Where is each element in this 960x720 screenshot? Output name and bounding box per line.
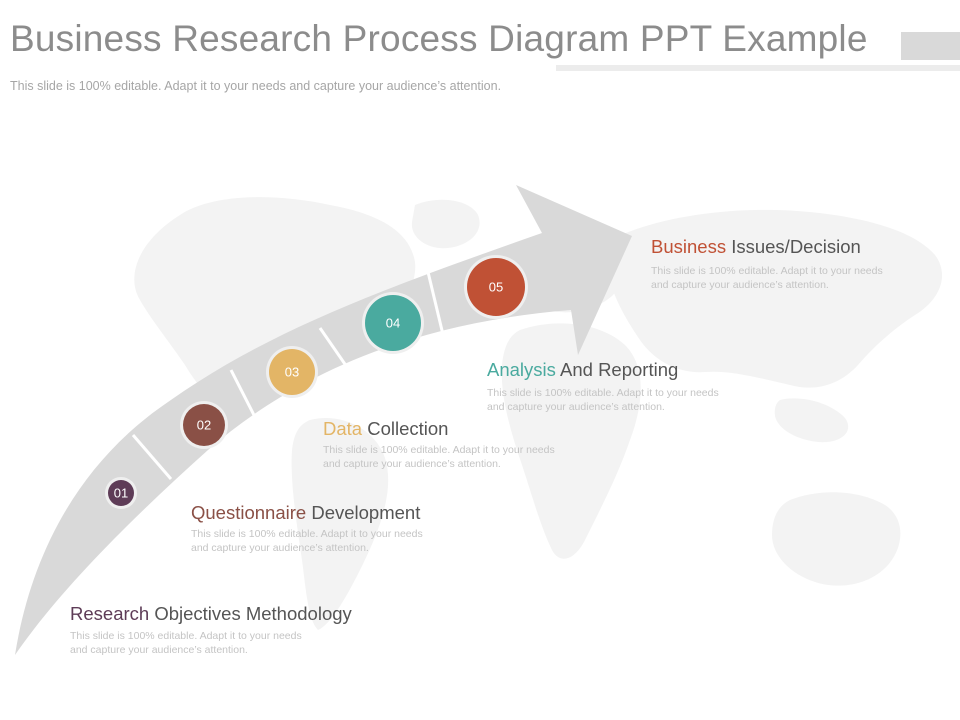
map-southeast-asia bbox=[774, 398, 849, 443]
header-accent-bar bbox=[556, 65, 960, 71]
step-title-1-rest: Objectives Methodology bbox=[149, 603, 352, 624]
arrow-segment-dividers bbox=[131, 271, 447, 480]
step-description-3: This slide is 100% editable. Adapt it to… bbox=[323, 444, 555, 470]
step-title-5: Business Issues/Decision bbox=[651, 236, 861, 258]
step-title-4: Analysis And Reporting bbox=[487, 359, 678, 381]
step-number-5: 05 bbox=[489, 280, 503, 295]
step-title-4-accent: Analysis bbox=[487, 359, 556, 380]
slide-subtitle: This slide is 100% editable. Adapt it to… bbox=[10, 79, 502, 93]
map-australia bbox=[772, 492, 901, 586]
arrow-divider bbox=[426, 271, 447, 344]
step-circle-1-fill bbox=[108, 480, 134, 506]
map-north-america bbox=[134, 197, 416, 419]
step-number-3: 03 bbox=[285, 365, 299, 380]
arrow-divider bbox=[131, 434, 173, 480]
step-title-2: Questionnaire Development bbox=[191, 502, 420, 524]
step-title-2-accent: Questionnaire bbox=[191, 502, 307, 523]
slide-title: Business Research Process Diagram PPT Ex… bbox=[10, 18, 868, 59]
step-circle-5: 05 bbox=[464, 255, 528, 319]
map-south-america bbox=[291, 417, 389, 630]
map-africa bbox=[501, 323, 641, 559]
step-circle-4: 04 bbox=[362, 292, 424, 354]
step-circle-5-fill bbox=[467, 258, 525, 316]
step-title-5-accent: Business bbox=[651, 236, 727, 257]
step-title-3-accent: Data bbox=[323, 418, 363, 439]
step-title-3: Data Collection bbox=[323, 418, 448, 440]
step-circle-2-fill bbox=[183, 404, 225, 446]
map-asia bbox=[606, 209, 943, 388]
step-title-3-rest: Collection bbox=[362, 418, 449, 439]
step-description-1: This slide is 100% editable. Adapt it to… bbox=[70, 630, 302, 656]
step-circle-3: 03 bbox=[266, 346, 318, 398]
arrow-divider bbox=[318, 327, 360, 384]
step-title-1: Research Objectives Methodology bbox=[70, 603, 352, 625]
step-description-4: This slide is 100% editable. Adapt it to… bbox=[487, 387, 719, 413]
step-title-5-rest: Issues/Decision bbox=[726, 236, 861, 257]
step-description-5: This slide is 100% editable. Adapt it to… bbox=[651, 265, 883, 291]
step-number-2: 02 bbox=[197, 418, 211, 433]
map-greenland bbox=[411, 199, 480, 249]
step-circle-1: 01 bbox=[105, 477, 137, 509]
step-title-1-accent: Research bbox=[70, 603, 150, 624]
step-title-2-rest: Development bbox=[306, 502, 421, 523]
step-number-1: 01 bbox=[114, 486, 128, 501]
step-title-4-rest: And Reporting bbox=[555, 359, 679, 380]
step-description-2: This slide is 100% editable. Adapt it to… bbox=[191, 528, 423, 554]
step-circle-3-fill bbox=[269, 349, 315, 395]
step-circle-2: 02 bbox=[180, 401, 228, 449]
arrow-divider bbox=[229, 369, 260, 424]
step-number-4: 04 bbox=[386, 316, 400, 331]
header-accent-block bbox=[901, 32, 960, 60]
step-circle-4-fill bbox=[365, 295, 421, 351]
